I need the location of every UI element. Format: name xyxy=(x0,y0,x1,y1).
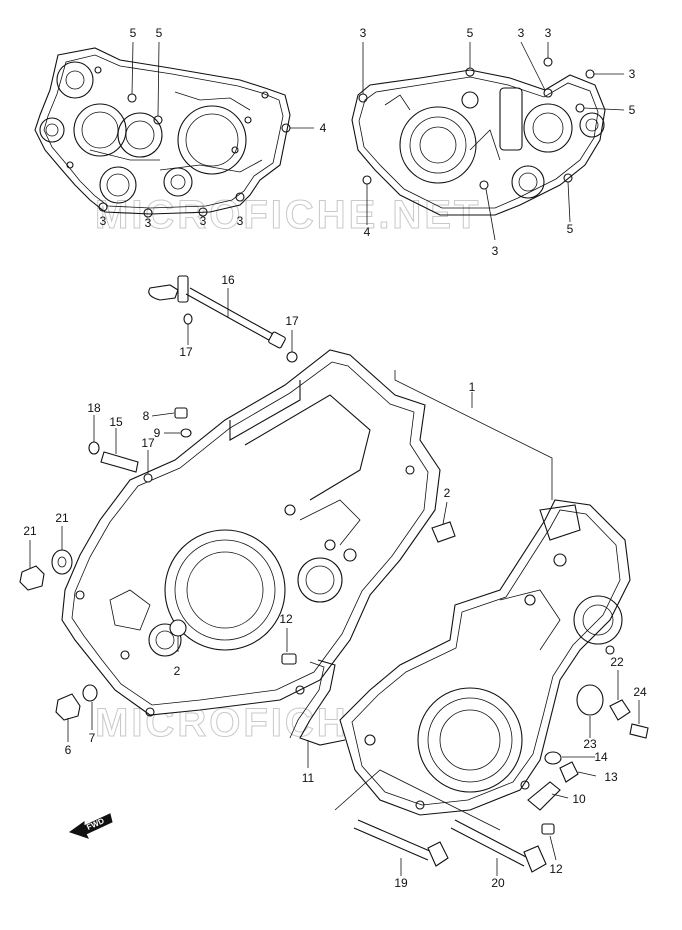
callout-5: 5 xyxy=(567,222,574,236)
part-19-20-bolts xyxy=(334,769,547,873)
callout-18: 18 xyxy=(87,401,101,415)
callout-5: 5 xyxy=(629,103,636,117)
callout-15: 15 xyxy=(109,415,123,429)
callout-22: 22 xyxy=(610,655,624,669)
callout-17: 17 xyxy=(285,314,299,328)
callout-24: 24 xyxy=(633,685,647,699)
callout-3: 3 xyxy=(545,26,552,40)
part-11-gasket xyxy=(289,659,346,746)
part-21-nut xyxy=(19,549,73,591)
callout-2: 2 xyxy=(174,664,181,678)
callout-3: 3 xyxy=(237,214,244,228)
callout-13: 13 xyxy=(604,770,618,784)
callout-11: 11 xyxy=(302,771,315,785)
crankcase-right-half-bolt-view xyxy=(351,57,606,216)
callout-4: 4 xyxy=(364,225,371,239)
callout-3: 3 xyxy=(492,244,499,258)
callout-20: 20 xyxy=(491,876,505,890)
callout-14: 14 xyxy=(594,750,608,764)
callout-3: 3 xyxy=(360,26,367,40)
callout-5: 5 xyxy=(156,26,163,40)
callout-6: 6 xyxy=(65,743,72,757)
callout-3: 3 xyxy=(100,214,107,228)
part-16-pipe xyxy=(148,275,298,363)
callout-3: 3 xyxy=(629,67,636,81)
fwd-arrow-icon: FWD xyxy=(68,813,113,839)
callout-21: 21 xyxy=(23,524,37,538)
left-crankcase-half xyxy=(61,349,441,717)
callout-12: 12 xyxy=(279,612,293,626)
part-6-bolt xyxy=(55,684,98,721)
watermark-top: MICROFICHE.NET xyxy=(95,193,481,237)
callout-23: 23 xyxy=(583,737,597,751)
callout-17: 17 xyxy=(141,436,155,450)
callout-4: 4 xyxy=(320,121,327,135)
top-left-leaders xyxy=(131,41,314,129)
part-1-bracket xyxy=(394,370,553,500)
callout-3: 3 xyxy=(145,216,152,230)
callout-8: 8 xyxy=(143,409,150,423)
callout-16: 16 xyxy=(221,273,235,287)
top-right-leaders xyxy=(362,41,625,241)
part-2-dowel xyxy=(169,521,456,637)
callout-10: 10 xyxy=(572,792,586,806)
part-12-bolt xyxy=(281,653,297,665)
callout-7: 7 xyxy=(89,731,96,745)
part-13-bolt xyxy=(527,751,579,835)
callout-3: 3 xyxy=(200,214,207,228)
callout-12: 12 xyxy=(549,862,563,876)
callout-9: 9 xyxy=(154,426,161,440)
crankcase-left-half-bolt-view xyxy=(34,47,291,218)
callout-21: 21 xyxy=(55,511,69,525)
callout-5: 5 xyxy=(130,26,137,40)
part-8-fitting xyxy=(174,407,192,438)
part-22-cap xyxy=(576,684,649,739)
callout-17: 17 xyxy=(179,345,193,359)
callout-1: 1 xyxy=(469,380,476,394)
callout-5: 5 xyxy=(467,26,474,40)
callout-2: 2 xyxy=(444,486,451,500)
callout-19: 19 xyxy=(394,876,408,890)
callout-3: 3 xyxy=(518,26,525,40)
